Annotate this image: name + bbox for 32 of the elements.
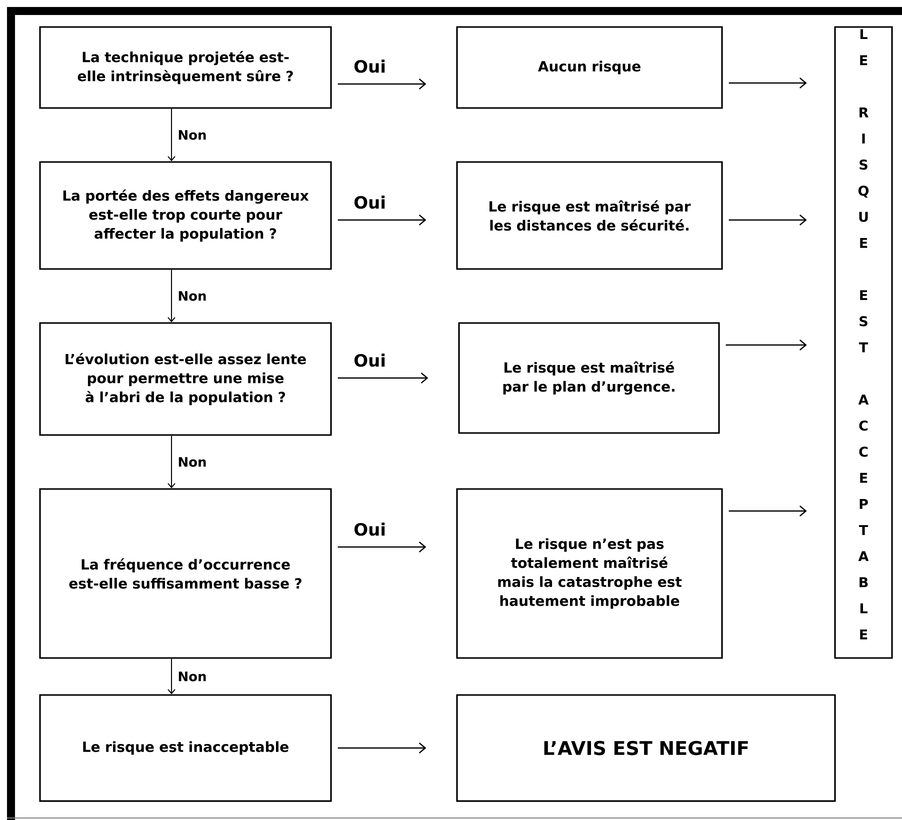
arrow bbox=[168, 435, 176, 488]
question-box: L’évolution est-elle assez lente pour permettre une mise à l’abri de la population ? bbox=[39, 322, 332, 436]
result-box: Le risque n’est pas totalement maîtrisé mais la catastrophe est hautement improbable bbox=[456, 488, 723, 659]
question-box: La technique projetée est-elle intrinsèquement sûre ? bbox=[39, 26, 332, 109]
arrow bbox=[728, 78, 807, 88]
arrow bbox=[168, 108, 176, 162]
arrow bbox=[338, 542, 426, 552]
arrow bbox=[168, 269, 176, 322]
arrow bbox=[338, 214, 426, 226]
edge-label: Non bbox=[178, 672, 206, 682]
result-box: Le risque est inacceptable bbox=[39, 694, 332, 802]
arrow bbox=[338, 372, 428, 384]
arrow bbox=[728, 214, 807, 226]
arrow bbox=[338, 78, 426, 90]
arrow bbox=[728, 506, 807, 516]
question-box: La fréquence d’occurrence est-elle suffisamment basse ? bbox=[39, 488, 332, 659]
result-box: L’AVIS EST NEGATIF bbox=[456, 694, 836, 802]
result-box: Aucun risque bbox=[456, 26, 723, 109]
vertical-label-box: LE RISQUE EST ACCEPTABLE bbox=[834, 26, 893, 659]
result-box: Le risque est maîtrisé par le plan d’urgence. bbox=[458, 322, 720, 434]
question-box: La portée des effets dangereux est-elle trop courte pour affecter la population ? bbox=[39, 161, 332, 270]
result-box: Le risque est maîtrisé par les distances de sécurité. bbox=[456, 161, 723, 270]
edge-label: Oui bbox=[354, 196, 385, 209]
edge-label: Oui bbox=[354, 60, 385, 73]
edge-label: Non bbox=[178, 130, 206, 140]
arrow bbox=[338, 742, 426, 754]
edge-label: Oui bbox=[354, 354, 385, 367]
edge-label: Non bbox=[178, 457, 206, 467]
edge-label: Non bbox=[178, 291, 206, 301]
arrow bbox=[168, 658, 176, 694]
arrow bbox=[726, 340, 807, 350]
edge-label: Oui bbox=[354, 522, 385, 536]
